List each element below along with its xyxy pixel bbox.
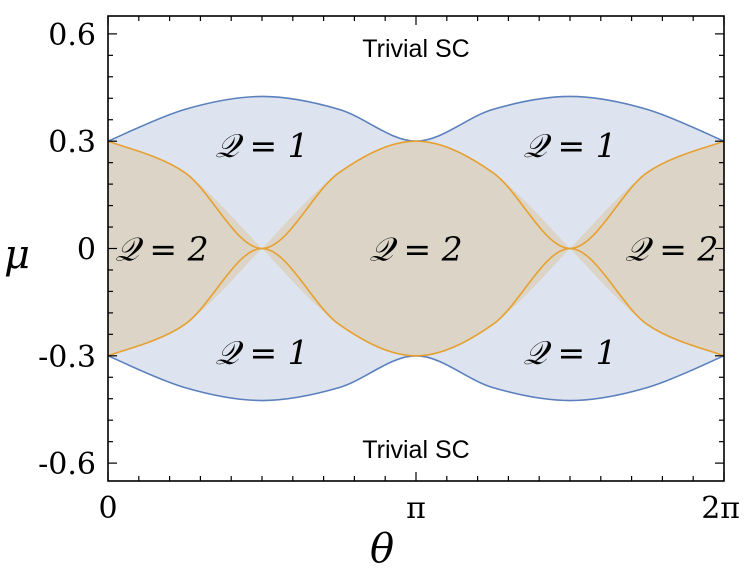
plot-ticks [107,16,725,481]
chern-number-label: 𝒬 = 1 [215,333,308,372]
chern-number-label: 𝒬 = 1 [523,333,616,372]
y-tick-label: -0.3 [38,340,96,375]
inner-boundary-fill-2 [262,141,570,356]
trivial-sc-label: Trivial SC [362,35,469,63]
chern-number-label: 𝒬 = 2 [115,230,208,269]
plot-annotations: Trivial SC Trivial SC 𝒬 = 1 𝒬 = 1 𝒬 = 2 𝒬 = 2… [115,35,718,464]
inner-boundary-fill-1 [108,141,262,356]
chern-number-label: 𝒬 = 1 [523,126,616,165]
y-tick-label: 0.6 [48,18,96,53]
chern-number-label: 𝒬 = 1 [215,126,308,165]
y-tick-label: 0.3 [48,125,96,160]
x-axis-label: θ [370,526,394,572]
plot-lines [107,95,725,402]
inner-boundary-upper-line [107,140,725,250]
plot-fills [108,96,724,401]
chern-number-label: 𝒬 = 2 [625,230,718,269]
x-tick-label: 2π [701,491,740,526]
y-tick-label: -0.6 [38,447,96,482]
inner-boundary-lower-line [107,247,725,357]
x-tick-label: 0 [98,491,117,526]
x-tick-label: π [406,491,426,526]
trivial-sc-label: Trivial SC [362,436,469,464]
inner-boundary-fill-3 [570,141,724,356]
y-tick-label: 0 [77,233,96,268]
y-axis-label: μ [4,232,30,278]
chern-number-label: 𝒬 = 2 [369,230,462,269]
